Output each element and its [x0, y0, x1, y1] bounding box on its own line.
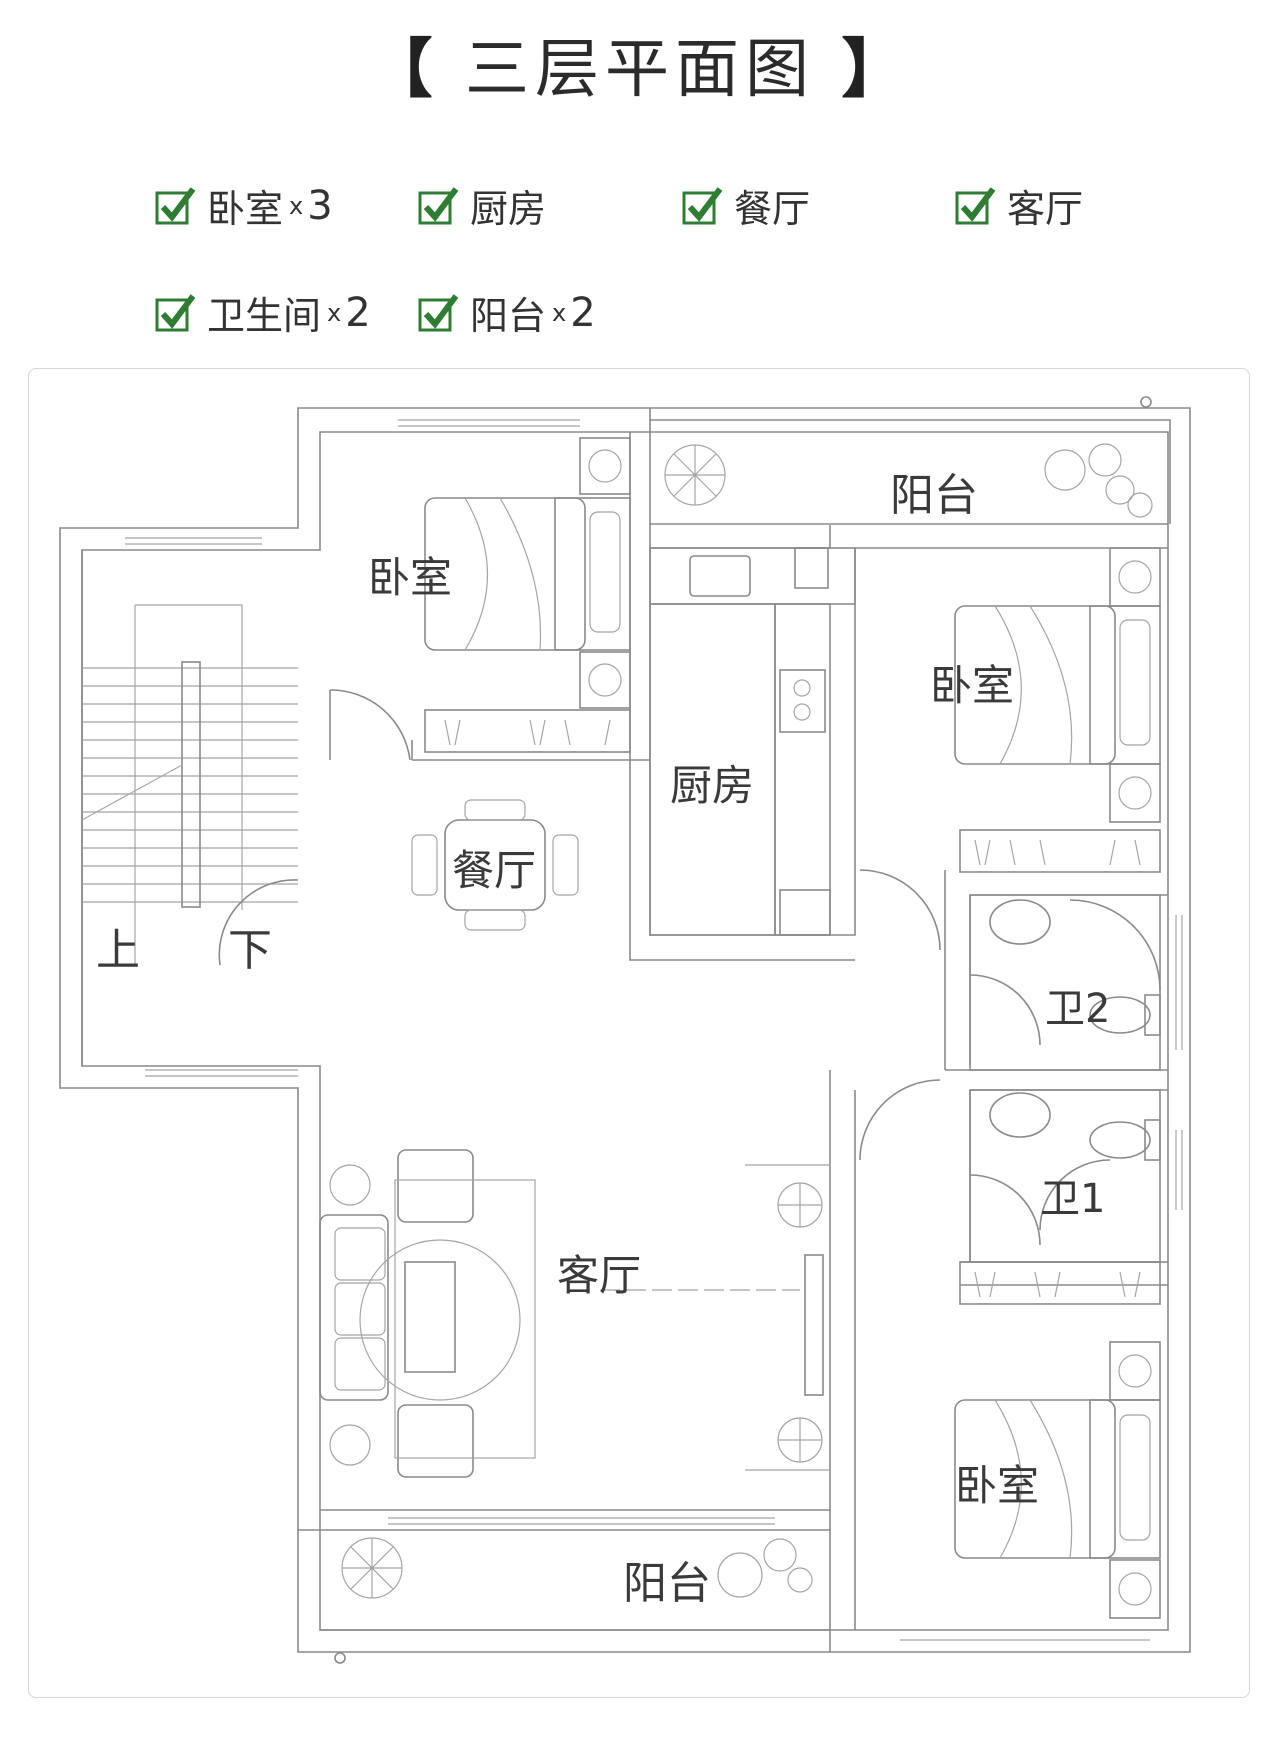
feature-label: 厨房	[470, 187, 547, 231]
bedroom-right	[859, 547, 1161, 951]
sink-icon	[989, 1092, 1051, 1138]
balcony-bottom	[341, 1537, 813, 1599]
toilet-icon	[1089, 996, 1151, 1034]
sink-icon	[689, 555, 751, 597]
bed-icon	[954, 605, 1116, 765]
bed-icon	[954, 1399, 1116, 1559]
room-label-bedroom-r: 卧室	[930, 661, 1014, 710]
feature-kitchen: 厨房	[418, 178, 546, 233]
room-label-balcony-bottom: 阳台	[623, 1558, 711, 1609]
feature-label: 餐厅	[734, 187, 811, 231]
kitchen	[649, 547, 856, 936]
floor-plan: 阳台 卧室 卧室 厨房 餐厅 上 下 卫2 卫1 客厅 卧室 阳台	[59, 396, 1191, 1664]
check-icon	[682, 186, 723, 224]
feature-label: 阳台	[470, 294, 547, 338]
plant-icon	[717, 1538, 813, 1598]
sofa-icon	[319, 1214, 389, 1401]
feature-label: 卫生间	[207, 294, 322, 338]
check-icon	[155, 186, 196, 224]
dining-table-icon	[411, 799, 579, 931]
page-title: 【 三层平面图 】	[0, 18, 1280, 110]
bedroom-bottom-right	[954, 1341, 1161, 1619]
room-label-bedroom-tl: 卧室	[368, 553, 452, 602]
title-right-bracket: 】	[841, 33, 912, 107]
room-label-bath1: 卫1	[1040, 1176, 1105, 1222]
balcony-top	[650, 419, 1171, 524]
bathroom-2	[969, 894, 1161, 1071]
sink-icon	[989, 899, 1051, 945]
title-left-bracket: 【	[368, 33, 439, 107]
windows	[125, 419, 1183, 1641]
feature-label: 卧室	[207, 187, 284, 231]
feature-living: 客厅	[955, 178, 1083, 233]
feature-dining: 餐厅	[682, 178, 810, 233]
plant-icon	[341, 1537, 403, 1599]
living-room	[319, 1149, 830, 1478]
check-icon	[418, 293, 459, 331]
plant-icon	[777, 1417, 823, 1463]
stairs-down-label: 下	[228, 925, 272, 976]
outer-walls	[59, 396, 1191, 1664]
room-label-bedroom-br: 卧室	[955, 1461, 1039, 1510]
title-text: 三层平面图	[465, 33, 815, 107]
plant-icon	[777, 1182, 823, 1228]
room-label-dining: 餐厅	[452, 846, 536, 895]
plan-frame	[28, 368, 1250, 1698]
check-icon	[955, 186, 996, 224]
stairs-icon	[81, 604, 299, 966]
plant-icon	[1044, 443, 1153, 518]
bed-icon	[424, 497, 586, 651]
room-label-balcony-top: 阳台	[890, 470, 978, 521]
toilet-icon	[1089, 1121, 1151, 1159]
feature-label: 客厅	[1007, 187, 1084, 231]
stairs-up-label: 上	[96, 925, 140, 976]
check-icon	[155, 293, 196, 331]
check-icon	[418, 186, 459, 224]
room-label-kitchen: 厨房	[670, 761, 754, 810]
room-label-bath2: 卫2	[1045, 986, 1110, 1032]
plant-icon	[664, 444, 726, 506]
room-label-living: 客厅	[557, 1251, 641, 1300]
bathroom-1	[859, 1079, 1161, 1305]
bedroom-top-left	[329, 437, 631, 761]
